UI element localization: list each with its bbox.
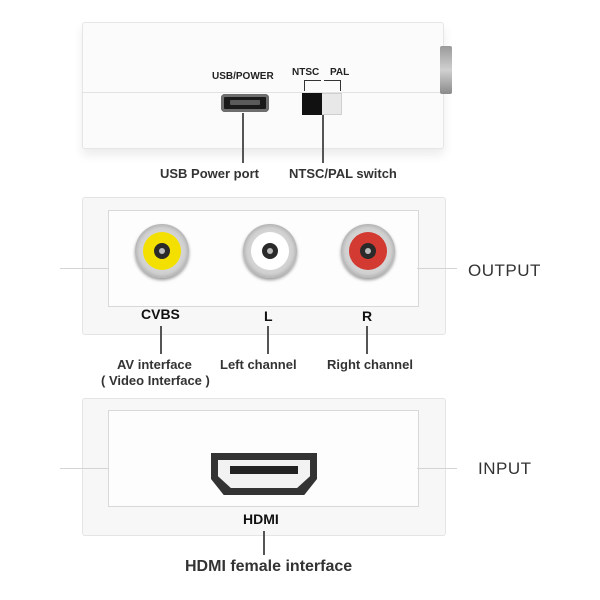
- left-label: L: [264, 308, 273, 324]
- usb-power-caption: USB Power port: [160, 166, 259, 181]
- switch-leader-line: [322, 115, 324, 163]
- side-line-right-input: [417, 468, 457, 469]
- switch-knob[interactable]: [302, 93, 322, 115]
- ntsc-pal-caption: NTSC/PAL switch: [289, 166, 397, 181]
- side-line-right: [417, 268, 457, 269]
- input-title: INPUT: [478, 459, 532, 478]
- cvbs-rca-jack[interactable]: [135, 224, 189, 278]
- usb-power-port[interactable]: [221, 94, 269, 112]
- ntsc-label: NTSC: [292, 67, 320, 78]
- right-audio-rca-jack[interactable]: [341, 224, 395, 278]
- cvbs-leader-line: [160, 326, 162, 354]
- hdmi-caption: HDMI female interface: [185, 558, 353, 575]
- pal-bracket: [324, 80, 341, 91]
- right-channel-caption: Right channel: [327, 357, 413, 372]
- right-audio-pin: [360, 243, 376, 259]
- output-title: OUTPUT: [468, 261, 541, 280]
- left-channel-caption: Left channel: [220, 357, 297, 372]
- ntsc-bracket: [304, 80, 321, 91]
- video-interface-caption: ( Video Interface ): [101, 373, 210, 388]
- hdmi-port-inner: [218, 460, 310, 488]
- cvbs-label: CVBS: [141, 306, 180, 322]
- usb-leader-line: [242, 113, 244, 163]
- converter-top-side: [82, 22, 444, 149]
- side-connector: [440, 46, 452, 94]
- case-seam: [82, 92, 442, 93]
- left-audio-pin: [262, 243, 278, 259]
- hdmi-leader-line: [263, 531, 265, 555]
- av-interface-caption: AV interface: [117, 357, 192, 372]
- right-leader-line: [366, 326, 368, 354]
- side-line-left-input: [60, 468, 108, 469]
- left-audio-rca-jack[interactable]: [243, 224, 297, 278]
- hdmi-pins: [230, 466, 298, 474]
- hdmi-label: HDMI: [243, 511, 279, 527]
- usb-power-label: USB/POWER: [212, 71, 274, 82]
- right-label: R: [362, 308, 373, 324]
- pal-label: PAL: [330, 67, 350, 78]
- left-leader-line: [267, 326, 269, 354]
- cvbs-pin: [154, 243, 170, 259]
- side-line-left: [60, 268, 108, 269]
